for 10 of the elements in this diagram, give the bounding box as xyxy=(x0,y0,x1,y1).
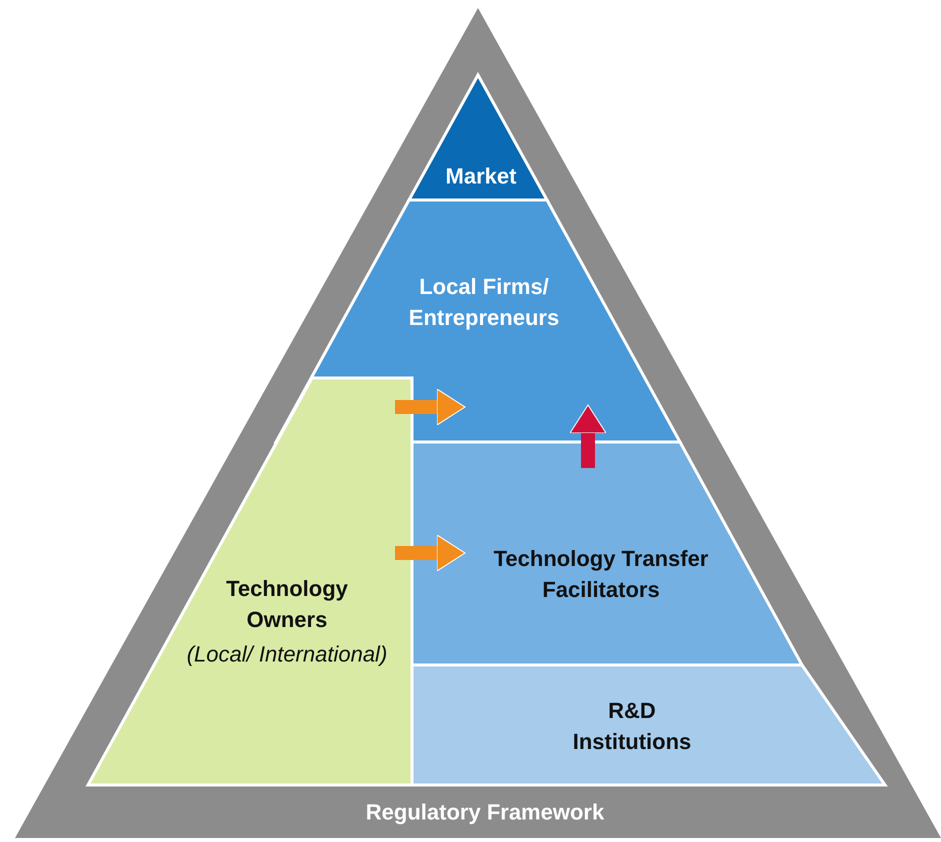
arrow xyxy=(570,404,606,468)
tier-label: Technology Transfer Facilitators xyxy=(492,545,710,604)
tier-label: Market xyxy=(444,162,518,191)
arrow xyxy=(395,534,466,572)
arrow xyxy=(395,388,466,426)
tier-sublabel: (Local/ International) xyxy=(186,640,388,669)
tier-label: R&D Institutions xyxy=(572,697,692,756)
tier-label: Local Firms/ Entrepreneurs xyxy=(408,273,560,332)
tier-label: Technology Owners xyxy=(225,575,349,634)
tier-label: Regulatory Framework xyxy=(364,798,606,827)
